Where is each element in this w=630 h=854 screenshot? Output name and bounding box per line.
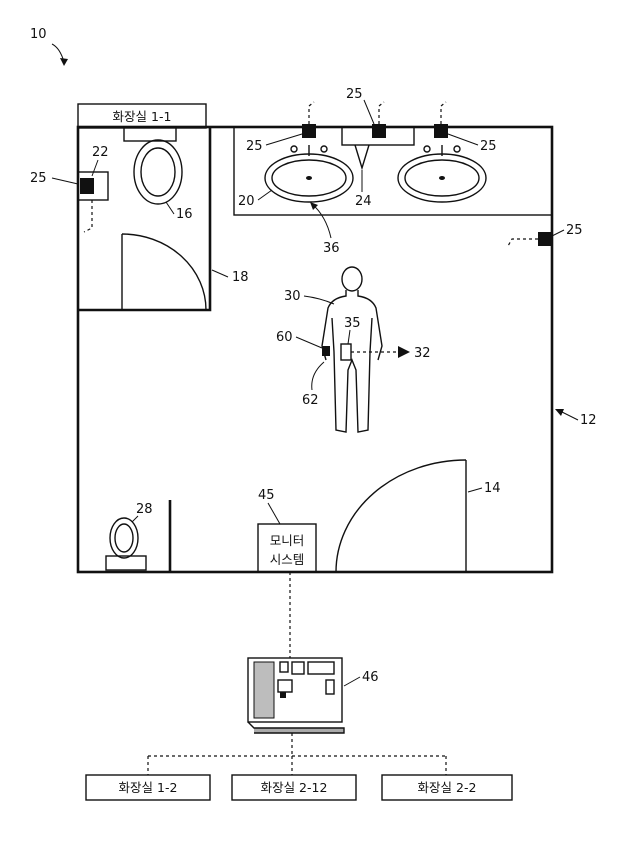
label-30: 30 (284, 289, 301, 304)
leader-46 (344, 677, 360, 686)
sensor-22 (80, 178, 94, 194)
computer-46 (248, 658, 344, 733)
room-label-1-1: 화장실 1-1 (113, 109, 172, 124)
leader-35 (348, 330, 350, 344)
label-25-stall: 25 (30, 171, 47, 186)
leader-30 (304, 296, 334, 304)
leader-25-wall (552, 230, 564, 236)
leader-60 (296, 337, 322, 348)
label-25-right-sink: 25 (480, 139, 497, 154)
label-14: 14 (484, 481, 501, 496)
leader-14 (468, 488, 482, 492)
toilet-bowl-inner (141, 148, 175, 196)
leader-62 (312, 362, 324, 390)
label-60: 60 (276, 330, 293, 345)
label-46: 46 (362, 670, 379, 685)
leader-16 (166, 202, 174, 214)
soap-dispenser-24 (355, 145, 369, 168)
leader-25-stall (52, 178, 78, 184)
sink-right-drain (439, 176, 445, 180)
urinal-inner (115, 524, 133, 552)
sensor-25-wall-pipe (508, 239, 538, 246)
label-12: 12 (580, 413, 597, 428)
label-24: 24 (355, 194, 372, 209)
label-35: 35 (344, 316, 361, 331)
room-label-2-2: 화장실 2-2 (418, 780, 477, 795)
entry-door-swing (336, 460, 466, 572)
sensor-25-wall (538, 232, 552, 246)
label-25-wall: 25 (566, 223, 583, 238)
leader-20 (258, 190, 272, 200)
hand-device-60 (322, 346, 330, 356)
monitor-line-1: 모니터 (270, 533, 305, 548)
sensor-25-right-sink (434, 124, 448, 138)
leader-25-dispenser (364, 100, 374, 124)
label-36: 36 (323, 241, 340, 256)
label-28: 28 (136, 502, 153, 517)
arrow-12 (562, 412, 578, 420)
label-22: 22 (92, 145, 109, 160)
stall-door-swing (122, 234, 206, 310)
sensor-25-right-pipe (441, 102, 446, 124)
person-30 (322, 267, 382, 432)
monitor-line-2: 시스템 (270, 552, 305, 567)
label-62: 62 (302, 393, 319, 408)
sink-left-drain (306, 176, 312, 180)
signal-32-head (398, 346, 410, 358)
label-32: 32 (414, 346, 431, 361)
room-label-2-12: 화장실 2-12 (261, 780, 328, 795)
label-20: 20 (238, 194, 255, 209)
label-16: 16 (176, 207, 193, 222)
arrow-36 (312, 204, 331, 238)
sensor-25-left-pipe (309, 102, 314, 124)
sink-left-tap-l (291, 146, 297, 152)
device-35 (341, 344, 351, 360)
room-label-1-2: 화장실 1-2 (119, 780, 178, 795)
sensor-25-left-sink (302, 124, 316, 138)
toilet-tank (124, 127, 176, 141)
label-10: 10 (30, 27, 47, 42)
sensor-22-pipe (84, 200, 92, 232)
sensor-25-dispenser (372, 124, 386, 138)
label-45: 45 (258, 488, 275, 503)
arrow-10-head (60, 58, 68, 66)
sink-left-tap-r (321, 146, 327, 152)
leader-28 (132, 516, 138, 522)
label-25-left-sink: 25 (246, 139, 263, 154)
sink-right-tap-l (424, 146, 430, 152)
leader-18 (212, 270, 228, 277)
leader-25-left-sink (266, 134, 302, 145)
sensor-25-dispenser-pipe (379, 102, 384, 124)
label-18: 18 (232, 270, 249, 285)
leader-25-right-sink (448, 134, 478, 145)
label-25-dispenser: 25 (346, 87, 363, 102)
leader-22 (92, 160, 98, 176)
sink-right-tap-r (454, 146, 460, 152)
leader-45 (268, 503, 280, 524)
